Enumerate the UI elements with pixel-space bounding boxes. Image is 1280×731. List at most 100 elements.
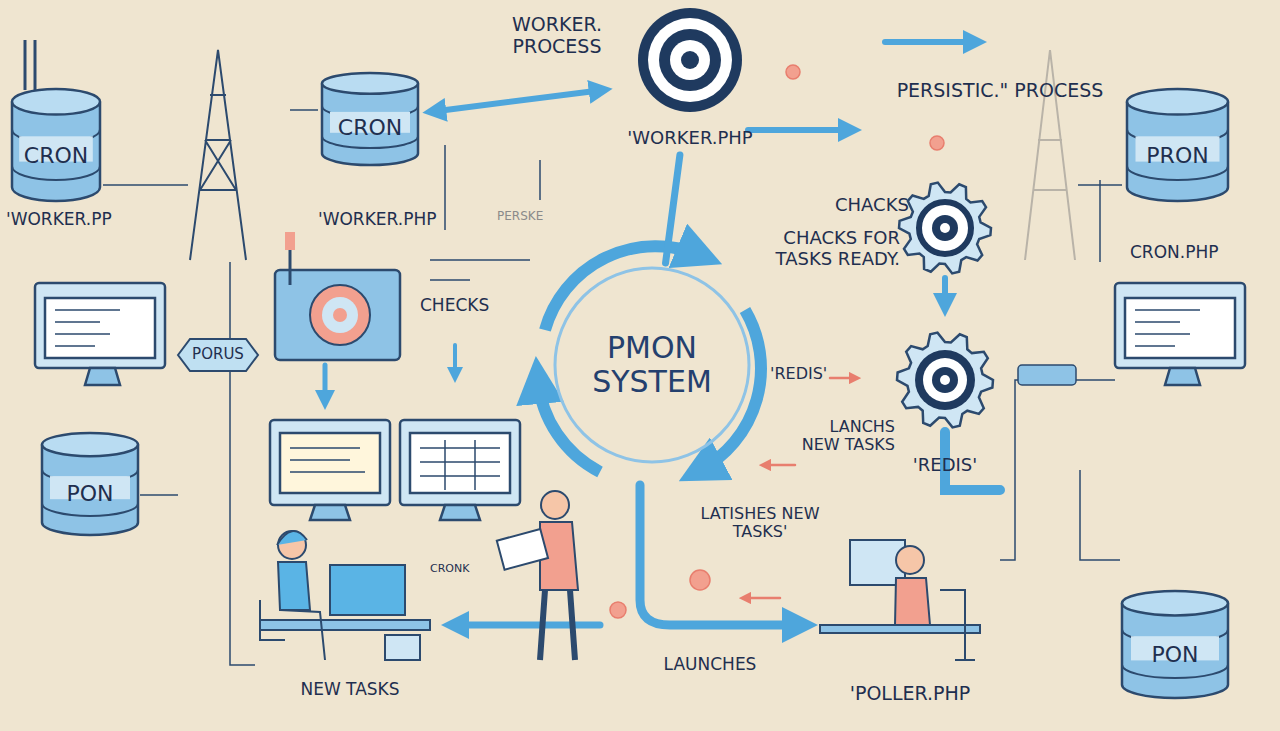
target-ring xyxy=(659,29,721,91)
illustration-part xyxy=(748,127,850,133)
illustration-part xyxy=(400,420,520,505)
database-cylinder: PRON xyxy=(1125,88,1230,203)
step-note: LANCHS NEW TASKS xyxy=(800,418,895,455)
cylinder-top xyxy=(42,433,138,456)
illustration-part xyxy=(940,590,975,660)
illustration-part xyxy=(310,505,480,520)
step-note: LAUNCHES xyxy=(640,655,780,675)
target-ring xyxy=(923,358,967,402)
illustration-part xyxy=(1099,180,1101,262)
illustration-part xyxy=(55,310,120,346)
node-text: PRON xyxy=(1146,143,1208,168)
faint-note: PERSKE xyxy=(497,210,587,224)
step-note: CHECKS xyxy=(420,296,520,316)
node-text: PON xyxy=(1151,642,1198,667)
illustration-part xyxy=(260,620,430,630)
connector-arrow xyxy=(432,90,603,112)
node-text: CRON xyxy=(24,143,88,168)
cycle-arrows xyxy=(538,246,761,472)
redis-gear: 'REDIS' xyxy=(885,330,1005,480)
illustration-part xyxy=(745,597,780,600)
illustration-part xyxy=(940,223,950,233)
illustration-part xyxy=(895,578,930,625)
illustration-part xyxy=(322,297,358,333)
file-name: 'WORKER.PP xyxy=(6,210,166,230)
illustration-part xyxy=(333,308,347,322)
illustration-part xyxy=(1135,310,1200,346)
cylinder-body xyxy=(1122,603,1228,698)
illustration-part xyxy=(34,40,37,90)
cylinder-top xyxy=(12,89,100,115)
cylinder-body xyxy=(42,445,138,535)
illustration-part xyxy=(270,420,390,505)
wire xyxy=(103,110,1122,665)
illustration-part xyxy=(410,433,510,493)
gear-teeth xyxy=(897,333,993,428)
target-ring xyxy=(648,18,732,102)
illustration-part xyxy=(786,65,800,79)
target-ring xyxy=(940,375,950,385)
node-text: 'WORKER.PHP xyxy=(627,128,752,149)
cylinder-body xyxy=(1127,102,1228,201)
illustration-part xyxy=(1000,380,1115,560)
illustration-part xyxy=(1165,368,1200,385)
step-note: CHACKS xyxy=(835,195,935,216)
node-text: PORUS xyxy=(192,346,244,363)
cylinder-top xyxy=(1127,89,1228,115)
illustration-part xyxy=(323,365,328,400)
illustration-part xyxy=(932,215,958,241)
illustration-part xyxy=(275,270,400,360)
file-name: 'POLLER.PHP xyxy=(825,683,995,705)
cylinder-band xyxy=(1127,166,1228,180)
illustration-part xyxy=(541,491,569,519)
illustration-part xyxy=(420,440,500,490)
illustration-part xyxy=(453,345,457,375)
file-name: 'WORKER.PHP xyxy=(318,210,478,230)
illustration-part xyxy=(830,377,855,380)
screen-lines xyxy=(55,310,1200,490)
illustration-part xyxy=(260,600,285,640)
illustration-part xyxy=(310,285,370,345)
database-cylinder: PON xyxy=(1120,590,1230,700)
illustration-part xyxy=(538,380,600,472)
tag-label: PORUS xyxy=(178,338,258,372)
node-text: PON xyxy=(66,481,113,506)
circle-outline xyxy=(555,268,749,462)
illustration-part xyxy=(330,565,405,615)
cylinder-band xyxy=(12,166,100,180)
illustration-part xyxy=(285,232,295,250)
system-circle: PMON SYSTEM xyxy=(552,265,752,465)
illustration-part xyxy=(290,448,365,472)
target-ring xyxy=(932,367,958,393)
node-text: 'REDIS' xyxy=(913,455,977,476)
illustration-part xyxy=(942,278,948,305)
connector-tag xyxy=(1018,365,1076,385)
database-cylinder: PON xyxy=(40,432,140,537)
service-name: 'REDIS' xyxy=(770,365,840,383)
target-ring xyxy=(638,8,742,112)
connector-arrow xyxy=(666,155,680,263)
step-note: CHACKS FOR TASKS READY. xyxy=(725,228,900,269)
illustration-part xyxy=(899,183,991,274)
process-title: PERSISTIC." PROCESS xyxy=(880,80,1120,102)
illustration-part xyxy=(85,368,120,385)
database-cylinder: CRON xyxy=(10,88,102,203)
target-ring xyxy=(670,40,710,80)
illustration-part xyxy=(610,602,626,618)
file-name: CRON.PHP xyxy=(1130,243,1270,263)
cylinder-top xyxy=(1122,591,1228,615)
cylinder-body xyxy=(322,83,418,165)
illustration-part xyxy=(280,433,380,493)
gear xyxy=(899,183,991,274)
illustration-part xyxy=(140,494,178,496)
step-note: NEW TASKS xyxy=(280,680,420,700)
illustration-part xyxy=(540,590,575,660)
illustration-part xyxy=(919,202,971,254)
illustration-part xyxy=(765,464,795,467)
illustration-part xyxy=(690,570,710,590)
illustration-part xyxy=(1125,298,1235,358)
illustration-part xyxy=(930,136,944,150)
tag-outline xyxy=(178,339,258,371)
